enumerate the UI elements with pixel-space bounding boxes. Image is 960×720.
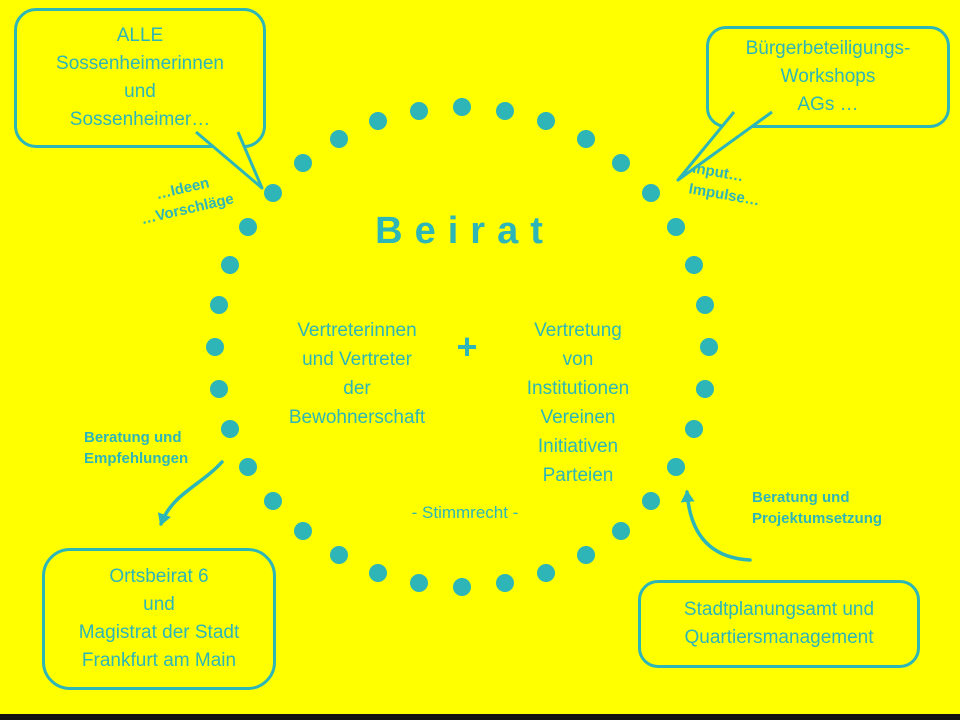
- circle-dot: [696, 379, 715, 398]
- label-beratung-projektumsetzung: Beratung und Projektumsetzung: [752, 487, 912, 529]
- circle-dot: [368, 112, 387, 131]
- text-line: Vertreterinnen: [297, 320, 417, 341]
- bubble-line: Sossenheimerinnen: [56, 53, 224, 74]
- bubble-workshops: Bürgerbeteiligungs- Workshops AGs …: [706, 26, 950, 128]
- circle-dot: [329, 545, 348, 564]
- text-line: von: [562, 349, 594, 370]
- text-line: Institutionen: [526, 378, 630, 399]
- bottom-edge: [0, 714, 960, 720]
- circle-dot: [453, 98, 471, 116]
- text-line: und Vertreter: [302, 349, 412, 370]
- voting-right-note: - Stimmrecht -: [411, 503, 519, 522]
- label-beratung-empfehlungen: Beratung und Empfehlungen: [84, 427, 214, 469]
- bubble-line: Sossenheimer…: [69, 109, 211, 130]
- text-line: Vereinen: [540, 407, 616, 428]
- circle-dot: [263, 492, 282, 511]
- circle-dot: [206, 338, 224, 356]
- text-line: Initiativen: [537, 436, 619, 457]
- bubble-line: AGs …: [797, 94, 859, 115]
- text-line: Parteien: [542, 465, 614, 486]
- curved-arrow-left-icon: [157, 460, 224, 526]
- circle-dot: [209, 379, 228, 398]
- circle-dot: [666, 218, 685, 236]
- circle-dot: [410, 574, 429, 593]
- box-stadtplanungsamt: Stadtplanungsamt und Quartiersmanagement: [638, 580, 920, 668]
- bubble-line: und: [124, 81, 156, 102]
- circle-dot: [263, 183, 282, 202]
- circle-dot: [239, 218, 258, 236]
- circle-dot: [611, 154, 630, 173]
- circle-dot: [239, 458, 258, 476]
- bubble-all-sossenheimer: ALLE Sossenheimerinnen und Sossenheimer…: [14, 8, 266, 148]
- text-line: Vertretung: [534, 320, 622, 341]
- bubble-line: Ortsbeirat 6: [109, 566, 209, 587]
- residents-representatives-group: Vertreterinnen und Vertreter der Bewohne…: [262, 316, 452, 432]
- bubble-line: Quartiersmanagement: [684, 627, 874, 648]
- bubble-line: Magistrat der Stadt: [78, 622, 240, 643]
- box-ortsbeirat-magistrat: Ortsbeirat 6 und Magistrat der Stadt Fra…: [42, 548, 276, 690]
- label-input-impulse: Input… Impulse…: [687, 158, 793, 217]
- circle-dot: [700, 338, 718, 356]
- circle-dot: [642, 492, 661, 511]
- circle-dot: [495, 574, 514, 593]
- circle-dot: [685, 255, 704, 274]
- circle-dot: [666, 458, 685, 476]
- label-line: Beratung und: [84, 429, 182, 446]
- label-line: Beratung und: [752, 489, 850, 506]
- circle-dot: [576, 130, 595, 149]
- label-line: Empfehlungen: [84, 450, 189, 467]
- institutions-representatives-group: Vertretung von Institutionen Vereinen In…: [483, 316, 673, 490]
- circle-dot: [410, 101, 429, 120]
- bubble-line: Bürgerbeteiligungs-: [745, 38, 911, 59]
- circle-dot: [611, 521, 630, 540]
- bubble-line: Workshops: [780, 66, 876, 87]
- text-line: Bewohnerschaft: [288, 407, 426, 428]
- circle-dot: [537, 112, 556, 131]
- circle-dot: [294, 154, 313, 173]
- circle-dot: [220, 420, 239, 439]
- curved-arrow-right-icon: [680, 490, 752, 562]
- bubble-line: Frankfurt am Main: [81, 650, 237, 671]
- circle-dot: [576, 545, 595, 564]
- circle-dot: [453, 578, 471, 596]
- circle-dot: [537, 563, 556, 582]
- diagram-title: Beirat: [375, 210, 555, 252]
- plus-sign: +: [456, 326, 478, 367]
- circle-dot: [696, 296, 715, 315]
- label-line: Projektumsetzung: [752, 510, 883, 527]
- text-line: der: [343, 378, 371, 399]
- circle-dot: [685, 420, 704, 439]
- circle-dot: [294, 521, 313, 540]
- bubble-line: und: [143, 594, 175, 615]
- circle-dot: [329, 130, 348, 149]
- circle-dot: [495, 101, 514, 120]
- label-ideen-vorschlaege: …Ideen …Vorschläge: [117, 164, 253, 234]
- bubble-line: ALLE: [116, 25, 164, 46]
- circle-dot: [368, 563, 387, 582]
- circle-dot: [220, 255, 239, 274]
- bubble-line: Stadtplanungsamt und: [683, 599, 875, 620]
- circle-dot: [209, 296, 228, 315]
- circle-dot: [642, 183, 661, 202]
